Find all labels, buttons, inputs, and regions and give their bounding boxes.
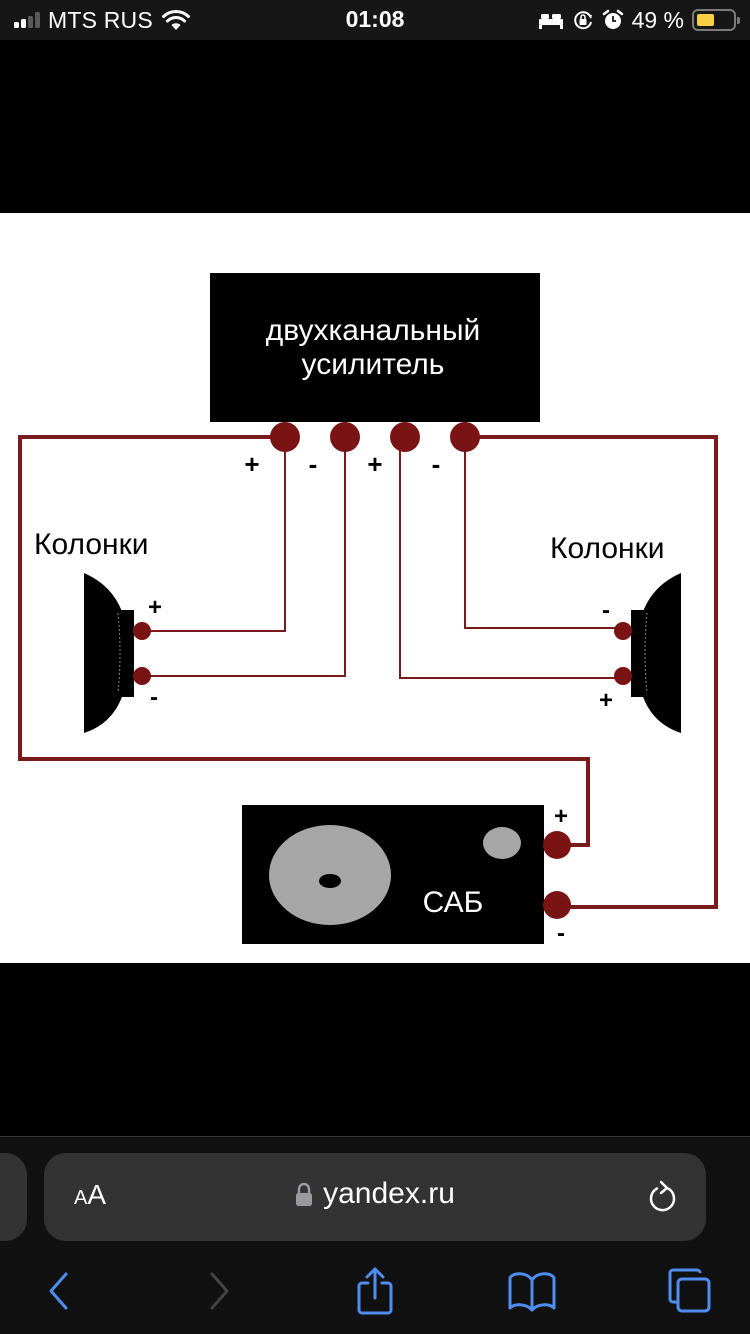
right-speaker-plus-terminal bbox=[614, 667, 632, 685]
battery-icon bbox=[692, 9, 740, 31]
battery-tip bbox=[737, 17, 740, 24]
right-speaker-plus-sign: + bbox=[599, 687, 613, 714]
sub-minus-sign: - bbox=[557, 920, 565, 947]
text-size-small-a: A bbox=[74, 1187, 88, 1209]
left-speaker-minus-terminal bbox=[133, 667, 151, 685]
subwoofer-port bbox=[483, 827, 521, 859]
right-speaker-minus-terminal bbox=[614, 622, 632, 640]
cellular-signal-icon bbox=[14, 12, 40, 28]
right-speaker-icon bbox=[631, 573, 681, 733]
left-speaker-label: Колонки bbox=[34, 528, 148, 561]
share-button[interactable] bbox=[347, 1261, 403, 1321]
status-left: MTS RUS bbox=[14, 6, 191, 34]
status-right: 49 % bbox=[538, 6, 740, 34]
subwoofer-cone-center bbox=[319, 874, 341, 888]
right-speaker-minus-sign: - bbox=[602, 597, 610, 624]
clock: 01:08 bbox=[345, 6, 405, 32]
sub-minus-terminal bbox=[543, 891, 571, 919]
amplifier-box bbox=[210, 273, 540, 422]
carrier-name: MTS RUS bbox=[48, 6, 153, 33]
wire-amp-minus2-to-right-minus bbox=[464, 437, 623, 629]
wire-amp-minus1-to-left-minus bbox=[142, 437, 346, 677]
forward-button[interactable] bbox=[192, 1261, 248, 1321]
text-size-button[interactable]: A A bbox=[74, 1179, 106, 1211]
amp-terminal-2-sign: - bbox=[309, 449, 318, 479]
sub-plus-sign: + bbox=[554, 803, 568, 830]
text-size-large-a: A bbox=[87, 1179, 107, 1210]
wire-amp-plus1-to-left-plus bbox=[142, 437, 286, 632]
chevron-left-icon bbox=[49, 1272, 68, 1310]
wire-amp-minus2-to-sub-minus bbox=[465, 435, 718, 909]
left-speaker-minus-sign: - bbox=[150, 684, 158, 711]
right-speaker-label: Колонки bbox=[550, 532, 664, 565]
amp-terminal-3 bbox=[390, 422, 420, 452]
url-text: yandex.ru bbox=[323, 1177, 455, 1210]
browser-toolbar: A A yandex.ru bbox=[0, 1136, 750, 1334]
address-bar[interactable]: A A yandex.ru bbox=[44, 1153, 706, 1241]
amp-terminal-3-sign: + bbox=[367, 449, 382, 479]
orientation-lock-icon bbox=[573, 11, 592, 30]
previous-tab-url-bar[interactable] bbox=[0, 1153, 27, 1241]
web-page: двухканальный усилитель + - + - Колонки bbox=[0, 40, 750, 1136]
amp-terminal-2 bbox=[330, 422, 360, 452]
wiring-diagram: двухканальный усилитель + - + - Колонки bbox=[18, 273, 718, 947]
amp-terminal-1-sign: + bbox=[244, 449, 259, 479]
share-icon bbox=[357, 1267, 393, 1315]
back-button[interactable] bbox=[30, 1261, 86, 1321]
battery-level-fill bbox=[697, 14, 714, 26]
url-display[interactable]: yandex.ru bbox=[44, 1177, 706, 1211]
left-speaker-plus-terminal bbox=[133, 622, 151, 640]
left-speaker-icon bbox=[84, 573, 134, 733]
sub-plus-terminal bbox=[543, 831, 571, 859]
wire-amp-plus2-to-right-plus bbox=[399, 437, 623, 679]
amp-terminal-1 bbox=[270, 422, 300, 452]
chevron-right-icon bbox=[210, 1272, 229, 1310]
tabs-button[interactable] bbox=[662, 1261, 718, 1321]
tabs-icon bbox=[668, 1268, 711, 1313]
lock-icon bbox=[296, 1182, 313, 1206]
left-speaker-plus-sign: + bbox=[148, 594, 162, 621]
wire-amp-plus1-to-sub-plus bbox=[18, 435, 590, 847]
wiring-diagram-image[interactable]: двухканальный усилитель + - + - Колонки bbox=[0, 213, 750, 963]
navigation-row bbox=[0, 1261, 750, 1321]
bookmarks-button[interactable] bbox=[504, 1261, 560, 1321]
reload-icon[interactable] bbox=[646, 1179, 680, 1215]
amplifier-label-line1: двухканальный bbox=[266, 314, 481, 347]
amplifier-label-line2: усилитель bbox=[302, 348, 445, 381]
subwoofer-label: САБ bbox=[423, 886, 484, 919]
book-icon bbox=[508, 1272, 556, 1312]
bed-icon bbox=[538, 14, 563, 29]
status-bar: MTS RUS 01:08 49 % bbox=[0, 0, 750, 40]
amp-terminal-4-sign: - bbox=[432, 449, 441, 479]
battery-percentage: 49 % bbox=[631, 6, 684, 33]
wifi-icon bbox=[161, 9, 190, 30]
alarm-icon bbox=[602, 9, 623, 29]
amp-terminal-4 bbox=[450, 422, 480, 452]
